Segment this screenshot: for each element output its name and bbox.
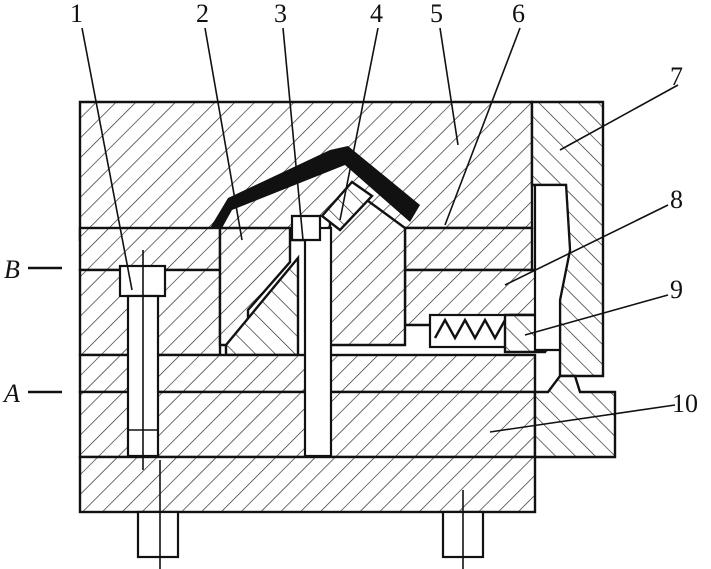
molded-part [210,146,420,228]
section-mark-b: B [4,255,20,284]
bottom-plate [78,455,537,514]
angled-core-2 [218,226,292,347]
part-label-4: 4 [370,0,383,28]
ejector-pin-3 [303,226,333,458]
part-label-9: 9 [670,275,683,304]
part-label-1: 1 [70,0,83,28]
part-label-10: 10 [672,389,698,418]
part-label-3: 3 [274,0,287,28]
lock-block [533,183,572,352]
plate-6 [403,226,534,272]
part-label-6: 6 [512,0,525,28]
part-label-2: 2 [196,0,209,28]
section-mark-a: A [2,379,20,408]
side-core-4 [320,180,374,232]
leader-lines [28,27,679,433]
pin-3-tip [290,214,322,242]
part-label-8: 8 [670,185,683,214]
spring-9 [433,317,507,341]
part-label-5: 5 [430,0,443,28]
block-10 [533,374,617,459]
plate-b-left [78,226,222,272]
ejector-rod-left [136,510,180,559]
part-label-7: 7 [670,62,683,91]
